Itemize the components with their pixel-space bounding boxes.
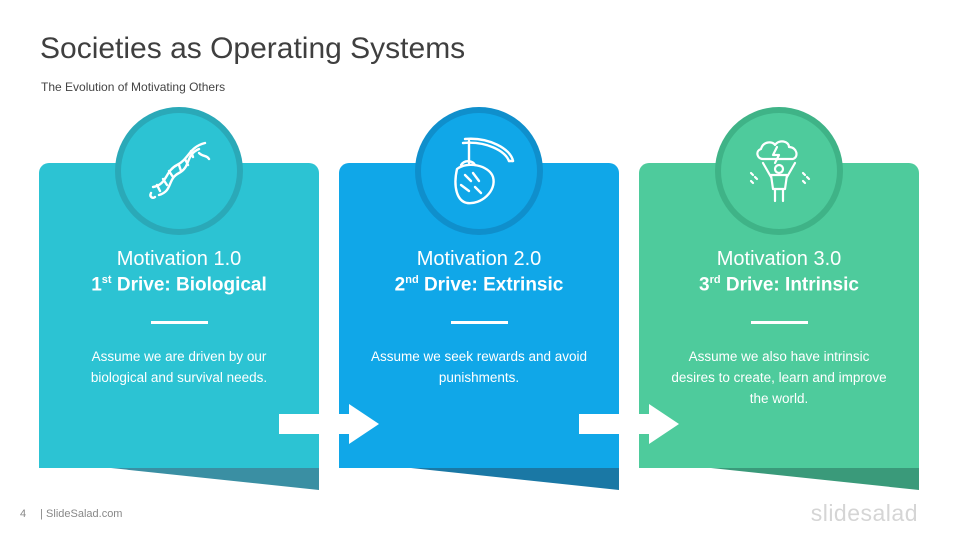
card-description: Assume we are driven by our biological a… (90, 349, 268, 385)
brand-logo: slidesalad (810, 500, 918, 526)
card-fold-shadow (111, 468, 319, 490)
card-description: Assume we also have intrinsic desires to… (671, 349, 887, 406)
motivation-card-1: Motivation 1.0 1st Drive: Biological Ass… (39, 107, 319, 490)
icon-circle (721, 113, 837, 229)
divider (151, 321, 208, 324)
motivation-card-3: Motivation 3.0 3rd Drive: Intrinsic Assu… (639, 107, 919, 490)
card-heading: Motivation 1.0 (116, 248, 242, 270)
slide-subtitle: The Evolution of Motivating Others (41, 80, 226, 94)
card-fold-shadow (411, 468, 619, 490)
arrow-right-icon (279, 404, 379, 444)
card-drive: 3rd Drive: Intrinsic (699, 274, 859, 296)
footer-source: | SlideSalad.com (40, 508, 123, 520)
motivation-card-2: Motivation 2.0 2nd Drive: Extrinsic Assu… (339, 107, 619, 490)
dna-icon (149, 141, 211, 199)
divider (451, 321, 508, 324)
icon-circle-ring (415, 107, 543, 235)
slide-title: Societies as Operating Systems (40, 32, 466, 65)
carrot-on-stick-icon (454, 137, 515, 205)
divider (751, 321, 808, 324)
card-drive: 1st Drive: Biological (91, 274, 267, 296)
creative-mind-icon (749, 140, 811, 203)
card-drive: 2nd Drive: Extrinsic (394, 274, 564, 296)
slide-footer: 4 | SlideSalad.com (20, 508, 122, 520)
card-fold-shadow (711, 468, 919, 490)
page-number: 4 (20, 508, 27, 520)
icon-circle-ring (115, 107, 243, 235)
card-heading: Motivation 3.0 (716, 248, 842, 270)
icon-circle (421, 113, 537, 229)
arrow-right-icon (579, 404, 679, 444)
card-description: Assume we seek rewards and avoid punishm… (370, 349, 588, 385)
card-heading: Motivation 2.0 (416, 248, 542, 270)
icon-circle (121, 113, 237, 229)
icon-circle-ring (715, 107, 843, 235)
